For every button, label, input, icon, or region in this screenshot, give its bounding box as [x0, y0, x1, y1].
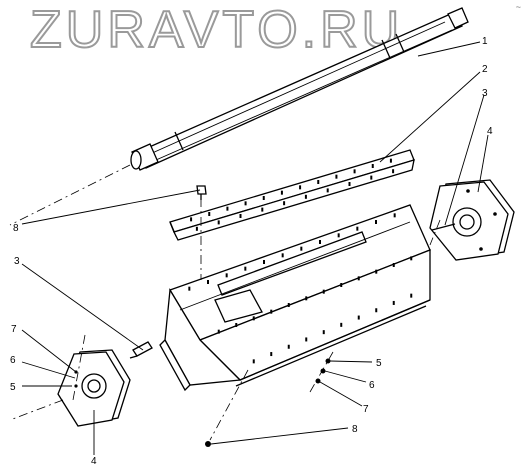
callout-4-right: 4	[487, 126, 493, 137]
rivet-hole	[319, 240, 321, 244]
rivet-hole	[299, 185, 302, 190]
rivet-hole	[340, 283, 343, 287]
angle-strip-part	[169, 149, 415, 241]
rivet-hole	[195, 226, 198, 231]
rivet-hole	[393, 213, 396, 218]
rivet-hole	[287, 303, 290, 307]
rivet-hole	[357, 276, 360, 281]
callout-8-top: 8	[13, 223, 19, 234]
rivet-hole	[226, 206, 229, 211]
rivet-hole	[244, 201, 247, 206]
rivet-hole	[410, 293, 413, 298]
rivet-hole	[252, 359, 255, 364]
rivet-hole	[322, 289, 325, 294]
rivet-hole	[375, 220, 377, 224]
rivet-hole	[235, 323, 238, 327]
rivet-hole	[371, 164, 374, 168]
rivet-hole	[261, 207, 264, 212]
callout-5-left: 5	[10, 382, 16, 393]
rivet-hole	[283, 201, 286, 206]
callout-1: 1	[482, 36, 488, 47]
callout-6-left: 6	[10, 355, 16, 366]
rivet-hole	[392, 169, 395, 174]
rivet-hole	[262, 196, 265, 200]
rivet-hole	[375, 308, 378, 313]
assembly-axes	[9, 164, 441, 441]
rivet-hole	[348, 182, 351, 186]
callout-8-bottom: 8	[352, 424, 358, 435]
callout-4-bottom: 4	[91, 456, 97, 467]
callout-6-right: 6	[369, 380, 375, 391]
rivet-hole	[305, 296, 308, 301]
callout-3-left: 3	[14, 256, 20, 267]
callout-5-right: 5	[376, 358, 382, 369]
rivet-hole	[340, 322, 343, 327]
rivet-hole	[357, 315, 360, 320]
watermark-logo: ZURAVTO.RU	[29, 1, 404, 59]
rivet-hole	[389, 158, 392, 163]
rivet-hole	[356, 226, 359, 231]
rivet-hole	[280, 190, 283, 195]
callout-7-left: 7	[11, 324, 17, 335]
rivet-hole	[370, 175, 373, 180]
callout-3-right: 3	[482, 88, 488, 99]
rivet-hole	[305, 337, 308, 342]
rivet-hole	[244, 266, 247, 271]
rivet-hole	[337, 233, 340, 238]
right-end-plate-part	[429, 179, 515, 261]
rivet-hole	[252, 316, 255, 321]
rivet-hole	[225, 273, 228, 278]
rivet-hole	[207, 280, 209, 284]
callout-7-right: 7	[363, 404, 369, 415]
rivet-hole	[270, 352, 273, 357]
leader-lines	[21, 41, 489, 455]
rivet-hole	[270, 309, 273, 314]
rivet-hole	[317, 180, 320, 184]
rivet-hole	[281, 253, 284, 258]
rivet-hole	[353, 169, 356, 174]
rivet-hole	[410, 256, 413, 261]
rivet-hole	[322, 330, 325, 335]
corner-mark: ~	[515, 2, 521, 12]
rivet-hole	[375, 269, 378, 274]
rivet-hole	[392, 263, 395, 267]
rivet-hole	[217, 220, 220, 225]
callouts: 1 2 3 4 8 3 7 6 5 4 5 6 7 8	[10, 36, 493, 467]
rivet-hole	[217, 329, 220, 334]
rivet-hole	[190, 217, 193, 222]
rivet-hole	[287, 344, 290, 349]
left-spindle-part	[129, 341, 153, 359]
callout-2: 2	[482, 64, 488, 75]
rivet-hole	[239, 214, 242, 218]
rivet-hole	[335, 174, 338, 179]
rivet-hole	[300, 246, 303, 251]
rivet-hole	[304, 194, 307, 199]
hex-drum-part	[159, 204, 431, 392]
rivet-hole	[208, 212, 211, 216]
rivet-hole	[263, 260, 265, 264]
rivet-hole	[326, 188, 329, 193]
rivet-hole	[392, 300, 395, 305]
rivet-hole	[188, 286, 191, 291]
shaft-part	[130, 7, 469, 171]
